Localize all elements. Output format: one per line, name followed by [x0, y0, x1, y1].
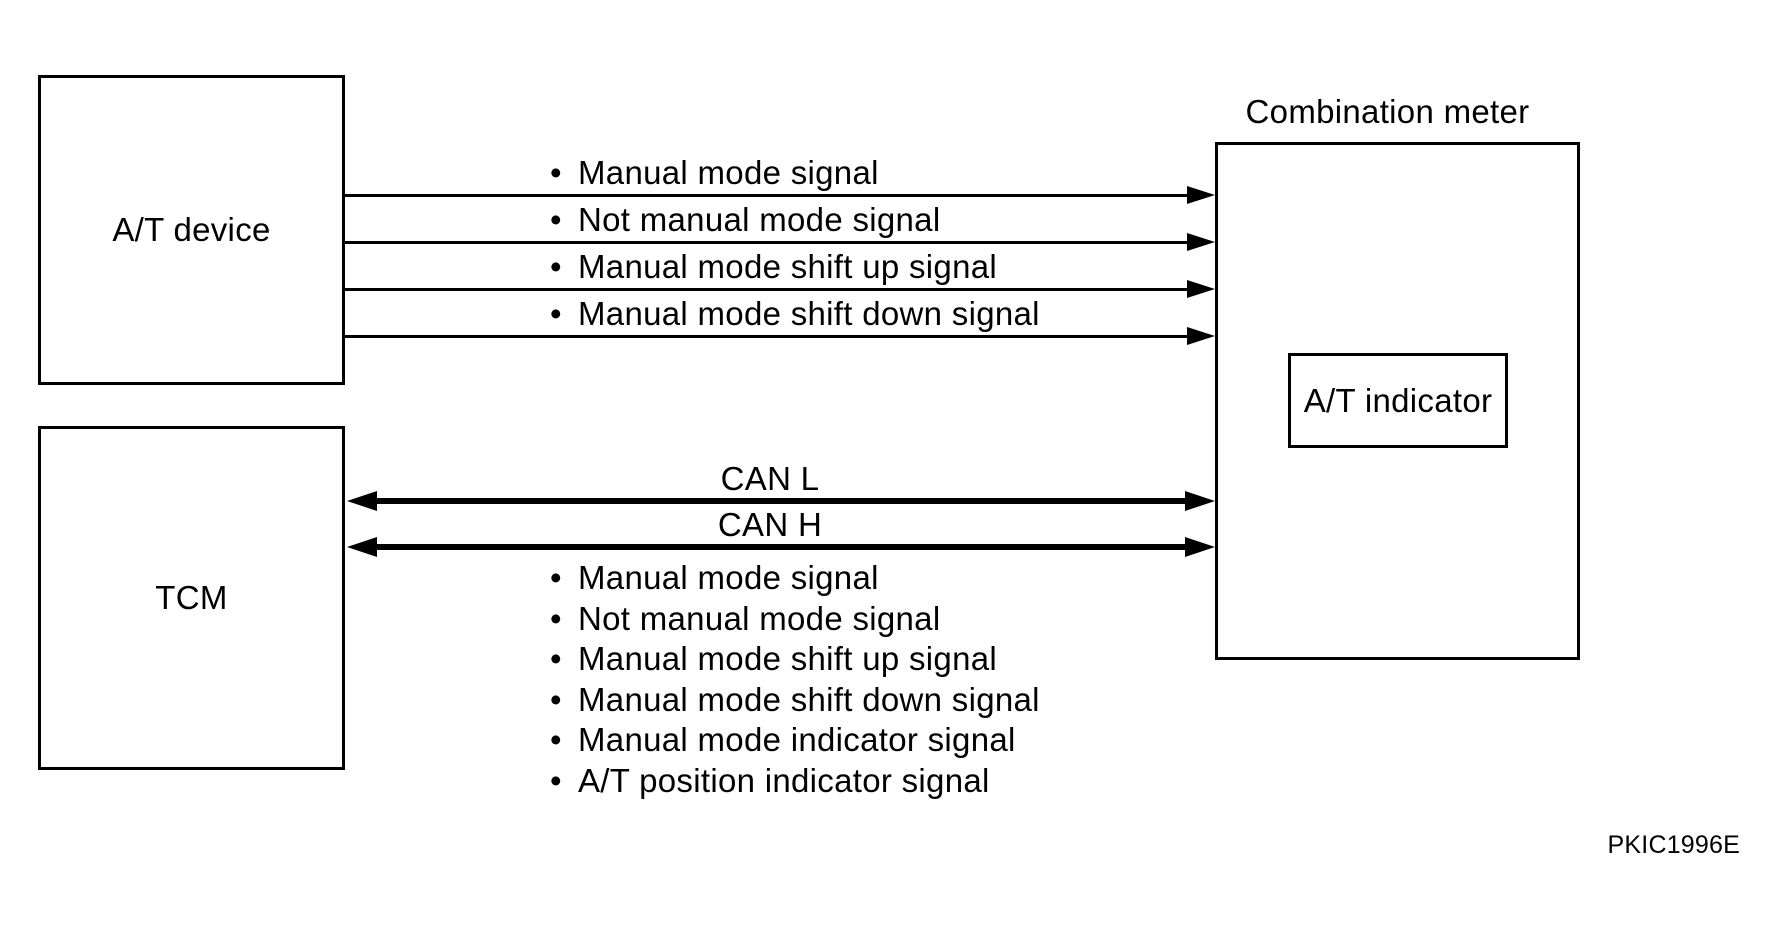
tcm-label: TCM — [155, 579, 228, 616]
signal-arrowhead-4 — [1187, 327, 1215, 345]
signal-label-4-text: Manual mode shift down signal — [578, 295, 1040, 332]
tcm-signal-6-text: A/T position indicator signal — [578, 761, 990, 799]
at-device-box: A/T device — [38, 75, 345, 385]
bullet-icon: • — [550, 248, 562, 285]
tcm-signal-5-text: Manual mode indicator signal — [578, 721, 1016, 759]
list-item: • Not manual mode signal — [550, 599, 1040, 640]
at-indicator-box: A/T indicator — [1288, 353, 1508, 448]
bullet-icon: • — [550, 761, 562, 799]
can-l-label: CAN L — [720, 460, 820, 497]
signal-label-3: • Manual mode shift up signal — [550, 247, 997, 287]
at-device-label: A/T device — [112, 211, 271, 248]
bullet-icon: • — [550, 721, 562, 759]
tcm-signal-1-text: Manual mode signal — [578, 559, 879, 597]
bullet-icon: • — [550, 680, 562, 718]
can-l-arrowhead-right — [1185, 491, 1215, 511]
list-item: • Manual mode shift down signal — [550, 680, 1040, 721]
tcm-signal-list: • Manual mode signal • Not manual mode s… — [550, 558, 1040, 801]
tcm-box: TCM — [38, 426, 345, 770]
signal-arrow-line-4 — [345, 335, 1190, 338]
bullet-icon: • — [550, 201, 562, 238]
signal-label-1-text: Manual mode signal — [578, 154, 879, 191]
bullet-icon: • — [550, 295, 562, 332]
list-item: • A/T position indicator signal — [550, 761, 1040, 802]
signal-label-3-text: Manual mode shift up signal — [578, 248, 998, 285]
figure-code: PKIC1996E — [1607, 831, 1740, 859]
signal-label-2-text: Not manual mode signal — [578, 201, 941, 238]
tcm-signal-3-text: Manual mode shift up signal — [578, 640, 998, 678]
signal-arrowhead-3 — [1187, 280, 1215, 298]
at-indicator-label: A/T indicator — [1303, 381, 1493, 419]
signal-label-1: • Manual mode signal — [550, 153, 879, 193]
signal-arrowhead-2 — [1187, 233, 1215, 251]
tcm-signal-4-text: Manual mode shift down signal — [578, 680, 1040, 718]
bullet-icon: • — [550, 154, 562, 191]
list-item: • Manual mode indicator signal — [550, 720, 1040, 761]
can-h-label: CAN H — [717, 506, 823, 543]
signal-arrow-line-1 — [345, 194, 1190, 197]
bullet-icon: • — [550, 599, 562, 637]
bullet-icon: • — [550, 559, 562, 597]
signal-label-4: • Manual mode shift down signal — [550, 294, 1040, 334]
list-item: • Manual mode signal — [550, 558, 1040, 599]
signal-arrowhead-1 — [1187, 186, 1215, 204]
can-h-arrowhead-right — [1185, 537, 1215, 557]
can-l-line — [375, 498, 1187, 504]
can-h-arrowhead-left — [347, 537, 377, 557]
list-item: • Manual mode shift up signal — [550, 639, 1040, 680]
can-l-arrowhead-left — [347, 491, 377, 511]
signal-arrow-line-2 — [345, 241, 1190, 244]
signal-label-2: • Not manual mode signal — [550, 200, 940, 240]
bullet-icon: • — [550, 640, 562, 678]
tcm-signal-2-text: Not manual mode signal — [578, 599, 941, 637]
can-h-line — [375, 544, 1187, 550]
signal-arrow-line-3 — [345, 288, 1190, 291]
combination-meter-title: Combination meter — [1245, 93, 1530, 130]
